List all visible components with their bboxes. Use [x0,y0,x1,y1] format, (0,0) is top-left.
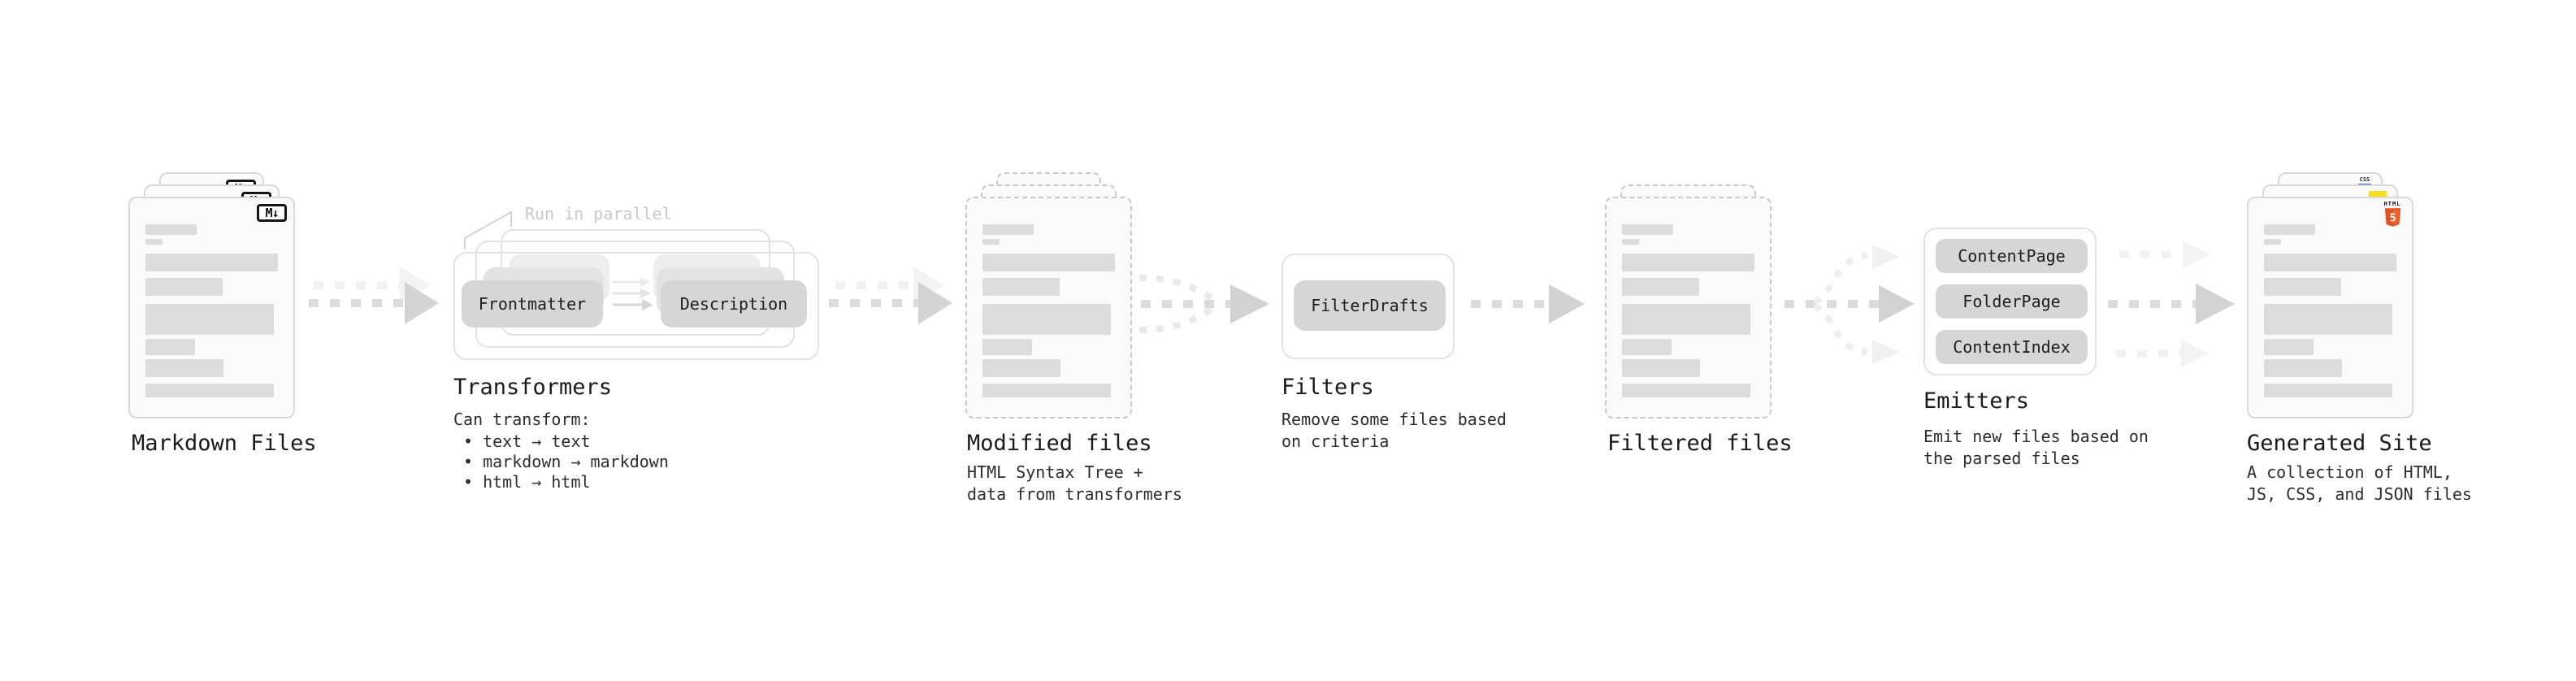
desc-line: on criteria [1281,432,1390,451]
arrow-transformers-to-modified [829,267,952,324]
emitters-desc: Emit new files based on the parsed files [1923,426,2149,470]
text-placeholder-bar [982,254,1115,271]
markdown-files-label: Markdown Files [132,431,317,456]
markdown-files-stack: M↓ M↓ M↓ [128,172,299,424]
markdown-icon: M↓ [257,204,287,222]
modified-files-label: Modified files [967,431,1152,456]
text-placeholder-bar [1622,339,1672,355]
text-placeholder-bar [1622,254,1754,271]
text-placeholder-bar [2264,339,2314,355]
text-placeholder-bar [2264,384,2392,397]
filtered-files-stack [1605,184,1776,424]
transformer-parallel-arrows [613,277,653,310]
filters-desc: Remove some files based on criteria [1281,409,1507,453]
transformer-pill-frontmatter: Frontmatter [462,280,603,327]
text-placeholder-bar [145,339,195,355]
text-placeholder-bar [1622,239,1639,245]
text-placeholder-bar [982,359,1060,377]
transformers-label: Transformers [453,375,613,400]
text-placeholder-bar [145,239,163,245]
arrow-markdown-to-transformers [309,267,439,324]
modified-file-doc-front [965,197,1132,419]
transformer-frame-front [453,252,819,360]
text-placeholder-bar [982,224,1034,235]
emitters-label: Emitters [1923,388,2030,414]
html5-icon: HTML 5 [2382,202,2403,230]
text-placeholder-bar [145,384,274,397]
transformers-bullet-list: • text → text • markdown → markdown • ht… [463,432,669,492]
transformers-cluster: Frontmatter Description [453,195,835,366]
desc-line: Remove some files based [1281,410,1507,429]
html5-number: 5 [2389,212,2396,225]
text-placeholder-bar [145,278,223,296]
text-placeholder-lines [2264,224,2396,397]
text-placeholder-bar [145,254,278,271]
run-in-parallel-note: Run in parallel [525,204,672,223]
text-placeholder-bar [2264,254,2396,271]
filter-pill-filterdrafts: FilterDrafts [1294,280,1446,331]
arrow-filtered-to-emitters-split [1785,245,1915,364]
desc-line: JS, CSS, and JSON files [2247,484,2472,504]
text-placeholder-bar [982,339,1032,355]
modified-files-stack [965,172,1136,424]
desc-line: A collection of HTML, [2247,462,2452,482]
text-placeholder-bar [1622,224,1673,235]
text-placeholder-bar [2264,224,2315,235]
text-placeholder-bar [2264,304,2392,335]
filtered-files-label: Filtered files [1607,431,1793,456]
run-in-parallel-leader-line [464,211,512,249]
generated-html-doc: HTML 5 [2247,197,2413,419]
filters-label: Filters [1281,375,1374,400]
emitter-pill-contentindex: ContentIndex [1936,330,2088,364]
text-placeholder-bar [982,384,1111,397]
arrow-filters-to-filtered [1471,284,1585,323]
generated-site-stack: CSS HTML 5 [2247,172,2418,424]
text-placeholder-bar [145,304,274,335]
text-placeholder-bar [145,359,223,377]
text-placeholder-bar [1622,359,1700,377]
desc-line: Emit new files based on [1923,427,2149,446]
arrow-emitters-to-generated [2108,241,2235,367]
desc-line: the parsed files [1923,449,2080,468]
modified-files-desc: HTML Syntax Tree + data from transformer… [967,462,1182,505]
bullet-item: • html → html [463,472,591,492]
desc-line: data from transformers [967,484,1182,504]
text-placeholder-bar [2264,359,2342,377]
html5-shield: 5 [2384,208,2400,227]
markdown-file-doc-front: M↓ [128,197,295,419]
bullet-item: • text → text [463,432,591,451]
html5-badge-label: HTML [2383,201,2401,207]
text-placeholder-bar [1622,304,1750,335]
transformers-desc-heading: Can transform: [453,410,591,429]
text-placeholder-bar [2264,278,2341,296]
filtered-file-doc-front [1605,197,1772,419]
text-placeholder-bar [1622,278,1699,296]
text-placeholder-bar [1622,384,1750,397]
text-placeholder-bar [982,239,1000,245]
text-placeholder-bar [982,278,1060,296]
text-placeholder-bar [2264,239,2281,245]
generated-site-label: Generated Site [2247,431,2432,456]
text-placeholder-lines [1622,224,1754,397]
text-placeholder-bar [982,304,1111,335]
emitter-pill-folderpage: FolderPage [1936,284,2088,319]
text-placeholder-lines [982,224,1115,397]
generated-site-desc: A collection of HTML, JS, CSS, and JSON … [2247,462,2472,505]
desc-line: HTML Syntax Tree + [967,462,1143,482]
bullet-item: • markdown → markdown [463,452,669,471]
filters-box: FilterDrafts [1281,254,1455,359]
arrow-modified-to-filters-merge [1138,275,1269,333]
emitters-box: ContentPage FolderPage ContentIndex [1923,228,2097,375]
emitter-pill-contentpage: ContentPage [1936,239,2088,273]
css-badge-label: CSS [2359,176,2370,183]
transformer-pill-description: Description [661,280,807,327]
text-placeholder-lines [145,224,278,397]
text-placeholder-bar [145,224,197,235]
